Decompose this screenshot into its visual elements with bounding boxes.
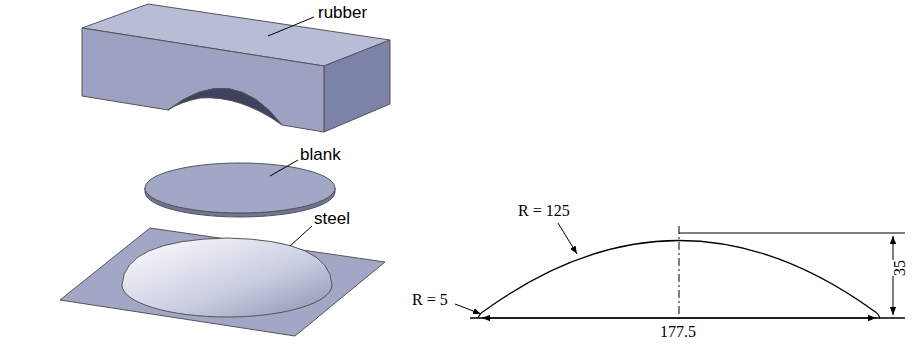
radius-dimension: R = 5 — [412, 292, 448, 308]
part-label: steel — [314, 210, 350, 227]
leader-line — [270, 160, 298, 176]
leader-line — [290, 226, 312, 246]
width-dimension: 177.5 — [660, 324, 696, 340]
radius-dimension: R = 125 — [518, 203, 570, 219]
part-label: rubber — [318, 4, 367, 21]
leader-line — [268, 17, 314, 36]
profile-drawing — [455, 223, 905, 318]
rubber-block — [82, 4, 390, 132]
steel-plate — [60, 228, 385, 336]
part-label: blank — [300, 146, 341, 163]
height-dimension: 35 — [892, 260, 908, 276]
blank-disc — [145, 163, 335, 217]
